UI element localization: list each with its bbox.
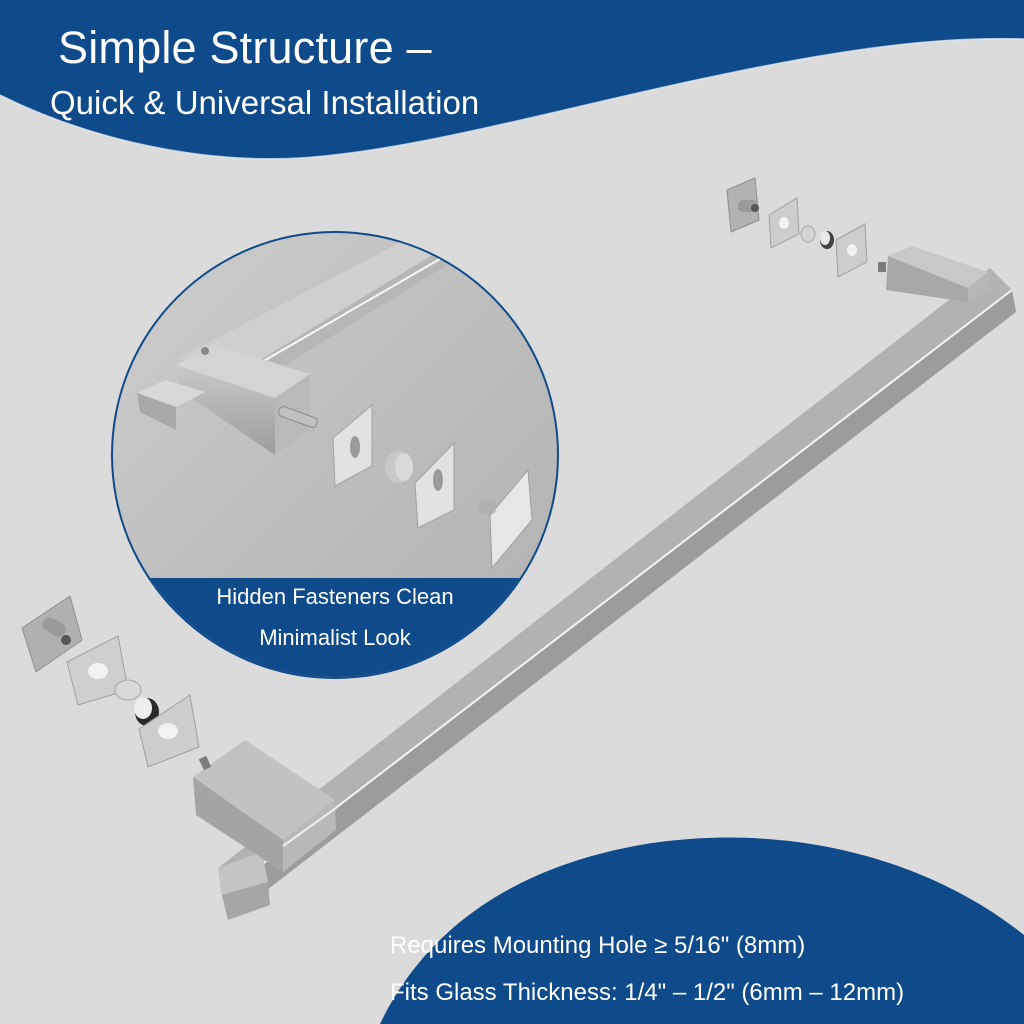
spec-banner: [380, 837, 1024, 1024]
mounting-post-top: [878, 246, 990, 302]
hardware-bottom-left: [21, 595, 200, 768]
page-subtitle: Quick & Universal Installation: [50, 84, 480, 121]
header-banner: [0, 0, 1024, 159]
mounting-post-bottom: [193, 740, 337, 872]
hardware-top-right: [726, 177, 868, 278]
callout-line-2: Minimalist Look: [259, 625, 411, 650]
pull-bar: [218, 268, 1016, 920]
callout-line-1: Hidden Fasteners Clean: [216, 584, 454, 609]
detail-zoom-circle: [111, 231, 559, 679]
page-title: Simple Structure –: [58, 22, 432, 73]
spec-glass-thickness: Fits Glass Thickness: 1/4" – 1/2" (6mm –…: [390, 979, 905, 1006]
spec-mounting-hole: Requires Mounting Hole ≥ 5/16" (8mm): [390, 932, 806, 959]
